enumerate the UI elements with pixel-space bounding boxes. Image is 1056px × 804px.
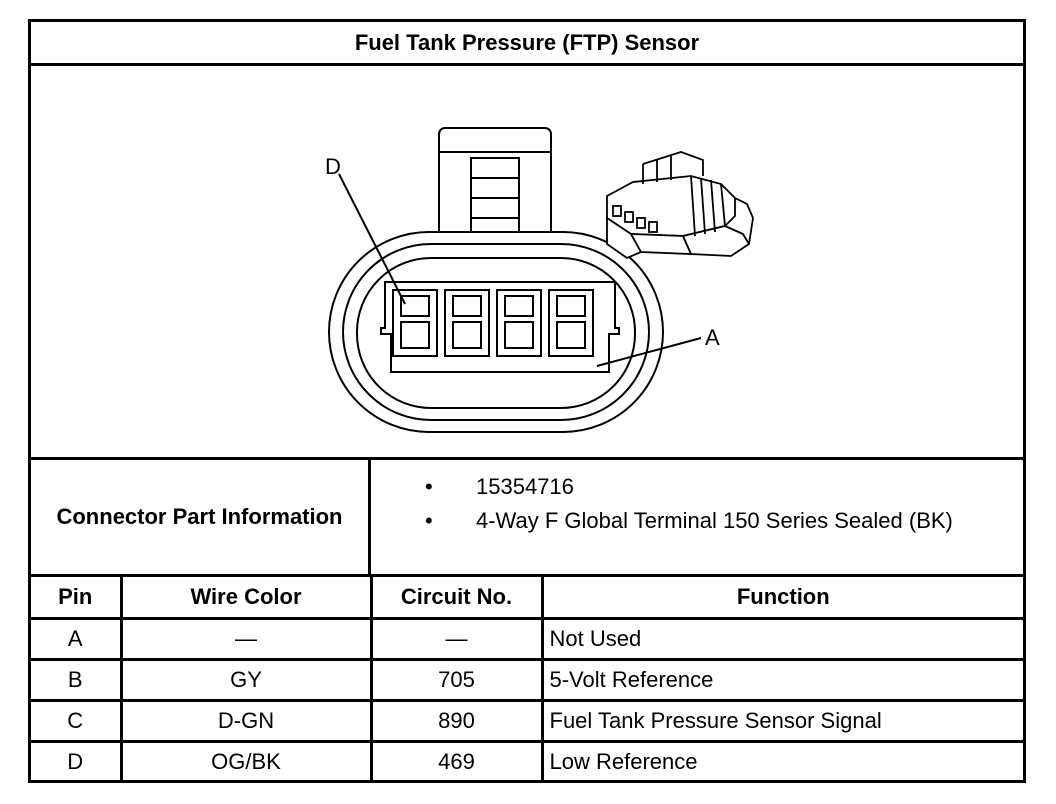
header-function: Function [542, 577, 1023, 620]
connector-seal-ring [342, 243, 650, 421]
terminal-housing [380, 281, 620, 373]
circuit-cell: 469 [371, 741, 544, 782]
connector-face-drawing: D A [325, 127, 754, 433]
terminal-cavity-d [392, 289, 438, 357]
wire-color-cell: GY [121, 659, 373, 702]
connector-sheet: Fuel Tank Pressure (FTP) Sensor [28, 19, 1026, 783]
function-cell: Low Reference [549, 749, 698, 775]
callout-a-label: A [705, 325, 720, 350]
function-cell: 5-Volt Reference [542, 659, 1023, 702]
header-circuit-no: Circuit No. [371, 577, 544, 620]
pin-cell: C [31, 700, 123, 743]
function-cell: Fuel Tank Pressure Sensor Signal [542, 700, 1023, 743]
table-header-row: Pin Wire Color Circuit No. Function [31, 577, 1023, 620]
terminal-cavity-c [444, 289, 490, 357]
pinout-table: Pin Wire Color Circuit No. Function A — … [31, 577, 1023, 782]
part-number: 15354716 [476, 474, 574, 499]
callout-a-leader [596, 337, 702, 367]
header-pin: Pin [31, 577, 123, 620]
circuit-cell: 705 [371, 659, 544, 702]
connector-part-information: Connector Part Information • 15354716 • … [31, 460, 1023, 577]
terminal-cavity-b [496, 289, 542, 357]
latch-tab [438, 127, 552, 239]
circuit-cell: 890 [371, 700, 544, 743]
part-info-item: • 15354716 [371, 470, 953, 504]
part-info-item: • 4-Way F Global Terminal 150 Series Sea… [371, 504, 953, 538]
table-row: B GY 705 5-Volt Reference [31, 659, 1023, 702]
wire-color-cell: D-GN [121, 700, 373, 743]
bullet-icon: • [425, 508, 433, 533]
connector-perspective-view [606, 151, 754, 260]
part-info-label: Connector Part Information [31, 460, 371, 574]
wire-color-cell: — [121, 618, 373, 661]
pin-cell: B [31, 659, 123, 702]
connector-illustration: D A [31, 66, 1023, 460]
table-row: D OG/BK 469 Low Reference [31, 741, 1023, 782]
callout-d-leader [338, 173, 406, 305]
terminal-cavity-a [548, 289, 594, 357]
part-description: 4-Way F Global Terminal 150 Series Seale… [476, 508, 953, 533]
circuit-cell: — [371, 618, 544, 661]
connector-inner-wall [356, 257, 636, 409]
header-wire-color: Wire Color [121, 577, 373, 620]
bullet-icon: • [425, 474, 433, 499]
pin-cell: D [31, 741, 123, 782]
page-title: Fuel Tank Pressure (FTP) Sensor [31, 22, 1023, 66]
function-cell: Not Used [542, 618, 1023, 661]
callout-d-label: D [325, 154, 341, 179]
table-row: C D-GN 890 Fuel Tank Pressure Sensor Sig… [31, 700, 1023, 743]
pin-cell: A [31, 618, 123, 661]
wire-color-cell: OG/BK [121, 741, 373, 782]
part-info-list: • 15354716 • 4-Way F Global Terminal 150… [371, 470, 953, 538]
table-row: A — — Not Used [31, 618, 1023, 661]
